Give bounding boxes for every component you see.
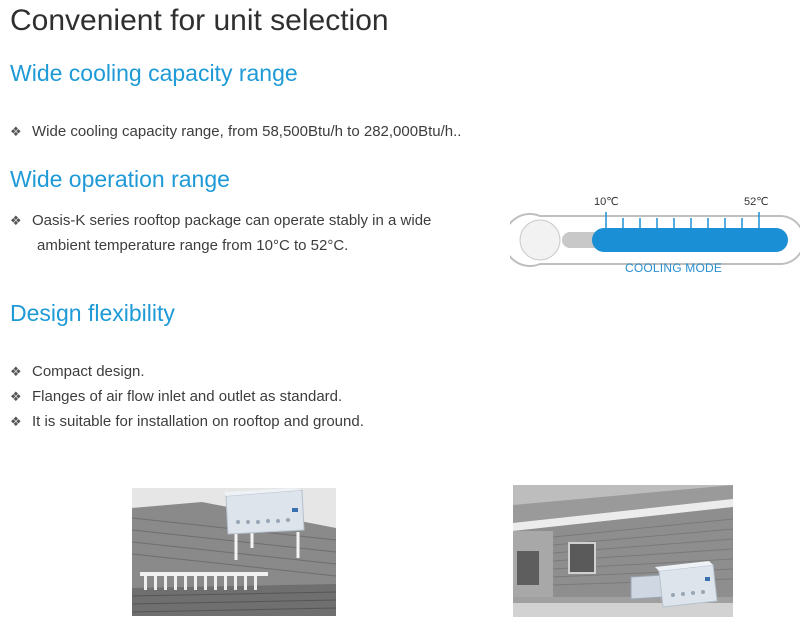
ground-unit-photo [513,485,733,617]
section-heading-operation-range: Wide operation range [10,166,230,192]
bullet-text-line2: ambient temperature range from 10°C to 5… [37,237,349,254]
bullet-flanges: ❖ Flanges of air flow inlet and outlet as… [10,384,342,409]
bullet-text: It is suitable for installation on rooft… [32,413,364,430]
bullet-text: Wide cooling capacity range, from 58,500… [32,123,462,140]
thermometer-graphic: 10℃ 52℃ COOLING MODE [503,190,803,280]
section-heading-cooling-capacity: Wide cooling capacity range [10,60,298,86]
temperature-ticks [605,212,760,230]
rooftop-unit-photo [132,488,336,616]
bullet-cooling-capacity: ❖ Wide cooling capacity range, from 58,50… [10,119,461,144]
bullet-compact-design: ❖ Compact design. [10,359,145,384]
cooling-mode-label: COOLING MODE [625,261,723,275]
bullet-text: Compact design. [32,363,145,380]
bullet-installation: ❖ It is suitable for installation on roof… [10,409,364,434]
thermometer-icon [503,212,803,267]
bullet-icon: ❖ [10,124,22,139]
bullet-operation-range: ❖ Oasis-K series rooftop package can oper… [10,208,480,258]
bullet-icon: ❖ [10,213,22,228]
bullet-text: Flanges of air flow inlet and outlet as … [32,388,343,405]
section-heading-design-flexibility: Design flexibility [10,300,175,326]
bullet-text-line1: Oasis-K series rooftop package can opera… [32,212,432,229]
page-title: Convenient for unit selection [10,4,389,37]
thermometer-high-label: 52℃ [744,196,769,208]
cooling-range-fill [592,228,788,252]
bullet-icon: ❖ [10,364,22,379]
thermometer-low-label: 10℃ [594,196,619,208]
bullet-icon: ❖ [10,389,22,404]
bullet-icon: ❖ [10,414,22,429]
